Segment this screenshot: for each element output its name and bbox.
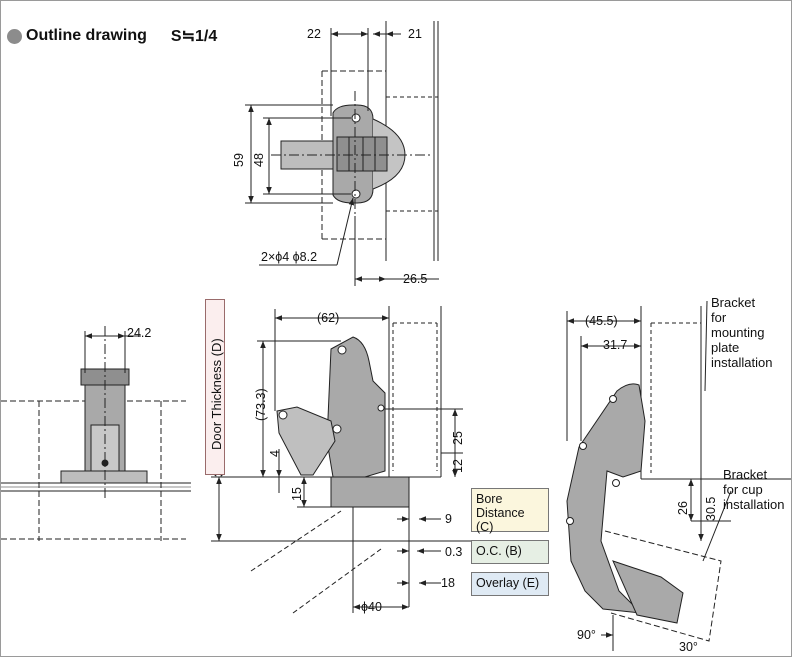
dim-73-3: (73.3) — [254, 388, 268, 421]
dim-18: 18 — [441, 576, 455, 590]
oc-label: O.C. (B) — [471, 540, 549, 564]
top-view — [245, 21, 439, 286]
dim-12: 12 — [451, 459, 465, 473]
dim-25: 25 — [451, 431, 465, 445]
bore-distance-label: Bore Distance (C) — [471, 488, 549, 534]
scale-label: S≒1/4 — [170, 28, 218, 45]
dim-30-5: 30.5 — [704, 496, 718, 521]
dim-21: 21 — [408, 27, 422, 41]
dim-9: 9 — [445, 512, 452, 526]
dim-cup-diameter: ϕ40 — [361, 600, 382, 614]
door-thickness-label-box: Door Thickness (D) — [205, 299, 225, 475]
front-view — [1, 326, 191, 541]
dim-26-5: 26.5 — [403, 272, 428, 286]
drawing-heading: Outline drawing S≒1/4 — [7, 25, 217, 47]
dim-62: (62) — [317, 311, 340, 325]
dim-59: 59 — [232, 153, 246, 167]
bullet-icon — [7, 28, 22, 44]
dim-31-7: 31.7 — [603, 338, 628, 352]
dim-15: 15 — [290, 487, 304, 501]
side-view — [250, 306, 463, 614]
holes-label: 2×ϕ4 ϕ8.2 — [261, 250, 318, 264]
dim-48: 48 — [252, 153, 266, 167]
dim-45-5: (45.5) — [585, 314, 618, 328]
open-view — [566, 300, 791, 651]
bracket-cup-label: Bracket for cup installation — [723, 467, 785, 512]
overlay-label: Overlay (E) — [471, 572, 549, 596]
dim-0-3: 0.3 — [445, 545, 463, 559]
dim-4: 4 — [268, 450, 282, 457]
dim-26: 26 — [676, 501, 690, 515]
heading-title: Outline drawing — [26, 27, 147, 44]
bracket-mounting-label: Bracket for mounting plate installation — [711, 295, 773, 370]
dim-22: 22 — [307, 27, 321, 41]
dim-24-2: 24.2 — [127, 326, 152, 340]
angle-30: 30° — [679, 640, 698, 654]
angle-90: 90° — [577, 628, 596, 642]
door-thickness-label: Door Thickness (D) — [209, 338, 224, 450]
